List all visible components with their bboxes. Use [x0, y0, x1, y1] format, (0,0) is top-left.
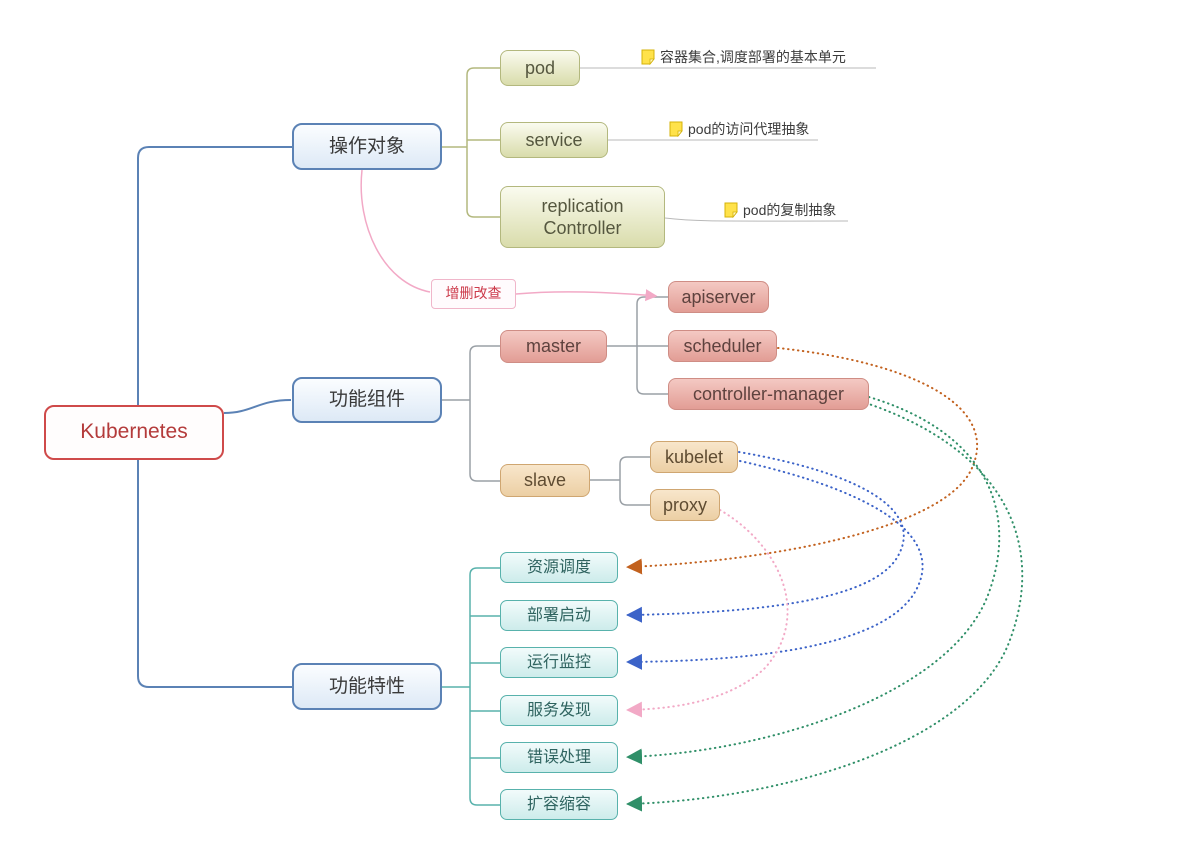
- topic-scaling[interactable]: 扩容缩容: [500, 789, 618, 820]
- note-service[interactable]: pod的访问代理抽象: [669, 119, 809, 139]
- note-icon[interactable]: [724, 202, 738, 218]
- topic-error-handling[interactable]: 错误处理: [500, 742, 618, 773]
- note-icon[interactable]: [669, 121, 683, 137]
- note-text: 容器集合,调度部署的基本单元: [660, 49, 846, 65]
- topic-slave[interactable]: slave: [500, 464, 590, 497]
- operation-branch-lines: [442, 67, 500, 218]
- note-icon[interactable]: [641, 49, 655, 65]
- topic-operation-objects[interactable]: 操作对象: [292, 123, 442, 170]
- topic-proxy[interactable]: proxy: [650, 489, 720, 521]
- topic-features[interactable]: 功能特性: [292, 663, 442, 710]
- topic-service-discovery[interactable]: 服务发现: [500, 695, 618, 726]
- relation-proxy-to-discovery: [626, 509, 789, 718]
- relation-kubelet-to-deploy: [626, 451, 905, 623]
- topic-scheduler[interactable]: scheduler: [668, 330, 777, 362]
- features-branch-lines: [442, 567, 500, 806]
- topic-components[interactable]: 功能组件: [292, 377, 442, 423]
- topic-replication-controller[interactable]: replication Controller: [500, 186, 665, 248]
- topic-pod[interactable]: pod: [500, 50, 580, 86]
- topic-deploy-start[interactable]: 部署启动: [500, 600, 618, 631]
- topic-root[interactable]: Kubernetes: [44, 405, 224, 460]
- topic-kubelet[interactable]: kubelet: [650, 441, 738, 473]
- topic-controller-manager[interactable]: controller-manager: [668, 378, 869, 410]
- topic-master[interactable]: master: [500, 330, 607, 363]
- topic-apiserver[interactable]: apiserver: [668, 281, 769, 313]
- note-text: pod的复制抽象: [743, 202, 837, 218]
- relationship-curves: [626, 347, 1024, 812]
- note-replication-controller[interactable]: pod的复制抽象: [724, 200, 836, 220]
- topic-crud[interactable]: 增删改查: [431, 279, 516, 309]
- topic-resource-scheduling[interactable]: 资源调度: [500, 552, 618, 583]
- note-pod[interactable]: 容器集合,调度部署的基本单元: [641, 47, 846, 67]
- topic-service[interactable]: service: [500, 122, 608, 158]
- note-text: pod的访问代理抽象: [688, 121, 810, 137]
- topic-runtime-monitor[interactable]: 运行监控: [500, 647, 618, 678]
